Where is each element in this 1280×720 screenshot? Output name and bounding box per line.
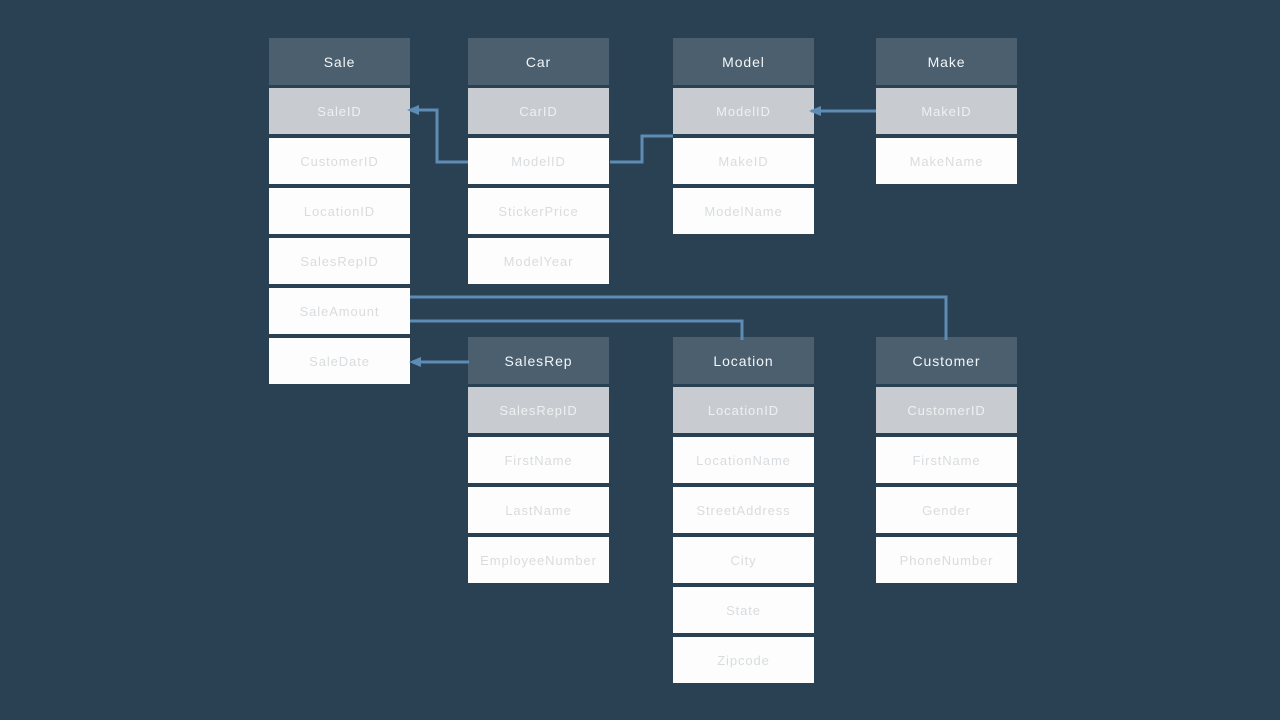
field-row-streetaddress: StreetAddress — [673, 487, 814, 533]
field-row-stickerprice: StickerPrice — [468, 188, 609, 234]
field-row-lastname: LastName — [468, 487, 609, 533]
field-row-firstname: FirstName — [468, 437, 609, 483]
field-row-pk-modelid: ModelID — [673, 88, 814, 134]
table-header-customer: Customer — [876, 337, 1017, 384]
field-row-employeenumber: EmployeeNumber — [468, 537, 609, 583]
field-row-modelyear: ModelYear — [468, 238, 609, 284]
table-header-model: Model — [673, 38, 814, 85]
table-header-make: Make — [876, 38, 1017, 85]
field-row-salesrepid: SalesRepID — [269, 238, 410, 284]
field-row-pk-locationid: LocationID — [673, 387, 814, 433]
field-row-pk-customerid: CustomerID — [876, 387, 1017, 433]
table-header-salesrep: SalesRep — [468, 337, 609, 384]
field-row-phonenumber: PhoneNumber — [876, 537, 1017, 583]
field-row-customerid: CustomerID — [269, 138, 410, 184]
field-row-gender: Gender — [876, 487, 1017, 533]
field-row-pk-salesrepid: SalesRepID — [468, 387, 609, 433]
table-header-sale: Sale — [269, 38, 410, 85]
field-row-locationname: LocationName — [673, 437, 814, 483]
field-row-locationid: LocationID — [269, 188, 410, 234]
table-header-location: Location — [673, 337, 814, 384]
field-row-modelname: ModelName — [673, 188, 814, 234]
field-row-state: State — [673, 587, 814, 633]
field-row-makename: MakeName — [876, 138, 1017, 184]
field-row-makeid: MakeID — [673, 138, 814, 184]
field-row-city: City — [673, 537, 814, 583]
field-row-saleamount: SaleAmount — [269, 288, 410, 334]
field-row-pk-saleid: SaleID — [269, 88, 410, 134]
field-row-saledate: SaleDate — [269, 338, 410, 384]
field-row-modelid: ModelID — [468, 138, 609, 184]
field-row-pk-makeid: MakeID — [876, 88, 1017, 134]
field-row-firstname: FirstName — [876, 437, 1017, 483]
field-row-pk-carid: CarID — [468, 88, 609, 134]
field-row-zipcode: Zipcode — [673, 637, 814, 683]
table-header-car: Car — [468, 38, 609, 85]
